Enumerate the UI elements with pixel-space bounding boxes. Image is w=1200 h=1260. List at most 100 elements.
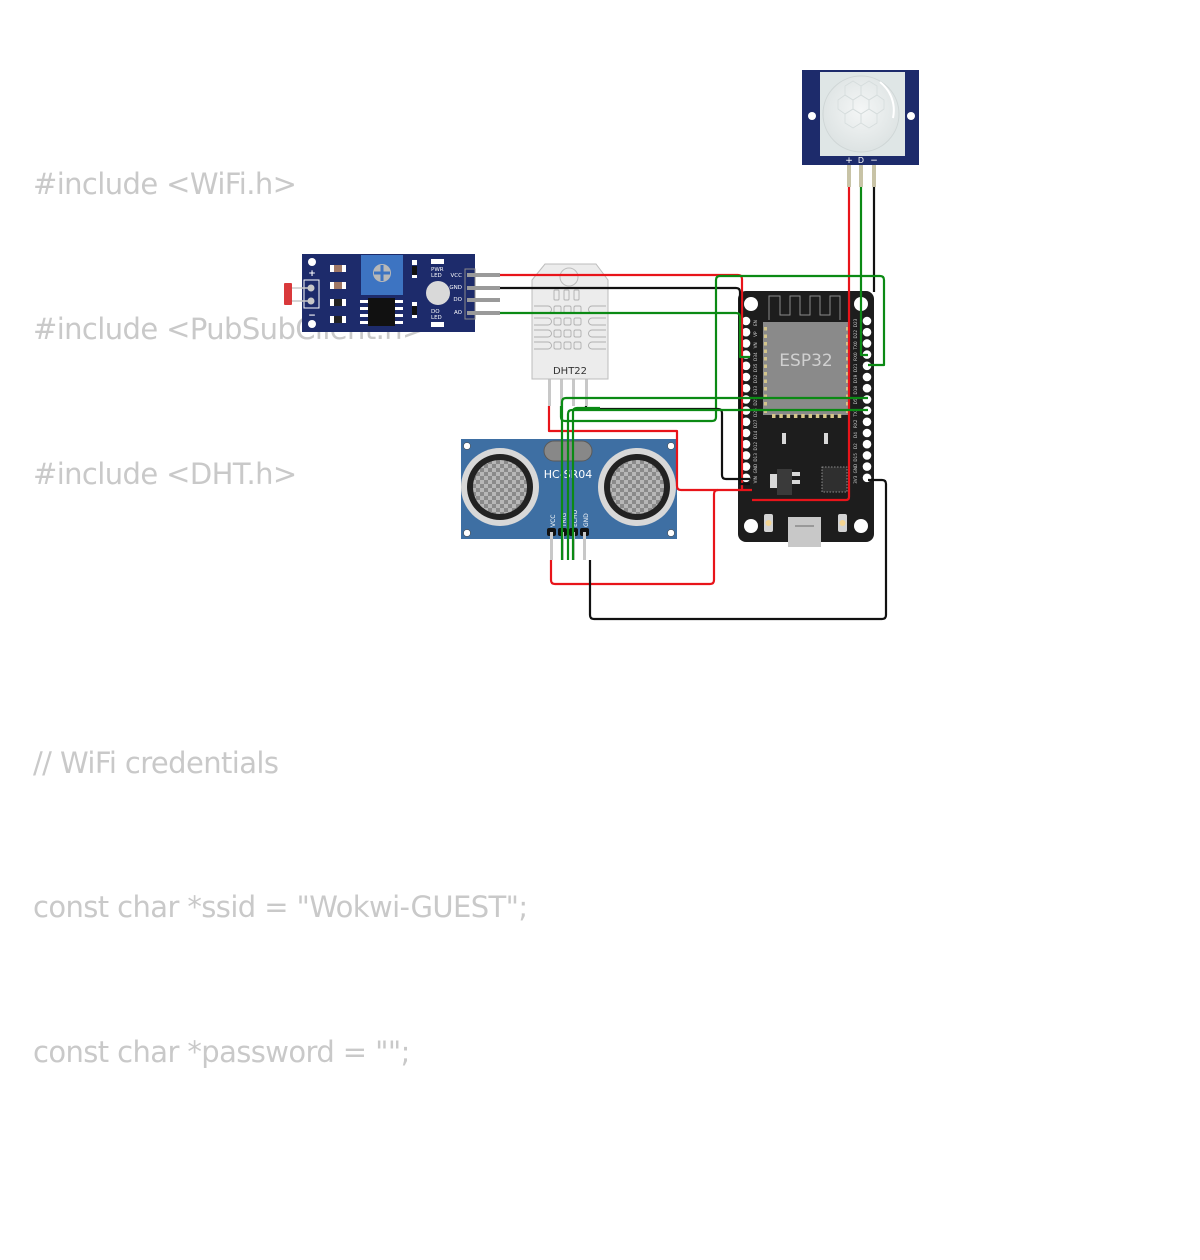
- esp32-pin-rx2[interactable]: [862, 417, 872, 427]
- module-pad: [846, 364, 849, 368]
- esp32-pin-vn[interactable]: [741, 339, 751, 348]
- code-line: const char *ssid = "Wokwi-GUEST";: [33, 890, 528, 925]
- esp32-pin-d33[interactable]: [741, 383, 751, 393]
- esp32-pin-label: D25: [753, 397, 758, 406]
- esp32-pin-label: GND: [853, 464, 858, 474]
- esp32-right-pins: D23D22TX0RX0D21D19D18D5TX2RX2D4D2D15GND3…: [853, 316, 872, 484]
- transducer-left: [461, 448, 539, 526]
- pwr-led: [431, 259, 444, 264]
- dht-pin-gnd[interactable]: [585, 378, 588, 406]
- ldr-pin-do[interactable]: [467, 298, 500, 302]
- module-pad: [779, 414, 783, 418]
- dht-pin-vcc[interactable]: [548, 378, 551, 406]
- photoresistor[interactable]: [284, 283, 292, 305]
- dht-pin-data[interactable]: [560, 378, 563, 406]
- wire-hcsr04-trig[interactable]: [560, 396, 868, 560]
- wire-ldr-ao[interactable]: [500, 311, 750, 359]
- module-pad: [764, 409, 767, 413]
- esp32-pin-label: TX0: [853, 341, 858, 350]
- wire-ldr-gnd[interactable]: [500, 286, 750, 486]
- esp32-pin-label: D21: [853, 363, 858, 372]
- micro-usb-port[interactable]: [788, 517, 821, 547]
- pir-sensor[interactable]: + D −: [802, 70, 919, 187]
- module-pad: [764, 342, 767, 346]
- esp32-pin-d14[interactable]: [741, 428, 751, 438]
- ldr-pin-gnd[interactable]: [467, 286, 500, 290]
- esp32-pin-d13[interactable]: [741, 451, 751, 460]
- esp32-pin-d2[interactable]: [862, 439, 872, 449]
- esp32-pin-gnd[interactable]: [862, 462, 872, 471]
- ldr-pin-ao[interactable]: [467, 311, 500, 315]
- wire-pir-vcc[interactable]: [752, 187, 851, 502]
- module-pad: [764, 372, 767, 376]
- dht-pin-nc[interactable]: [572, 378, 575, 406]
- esp32-pin-label: 3V3: [853, 475, 858, 484]
- wires: [500, 187, 888, 621]
- hcsr04-pin-gnd[interactable]: [583, 532, 586, 560]
- module-pad: [764, 394, 767, 398]
- ldr-pin-vcc[interactable]: [467, 273, 500, 277]
- pir-pin-vcc[interactable]: [847, 165, 851, 187]
- esp32-module: [763, 322, 849, 415]
- esp32-pin-label: D22: [853, 330, 858, 339]
- esp32-pin-label: D14: [753, 430, 758, 439]
- esp32-pin-label: D18: [853, 386, 858, 395]
- do-led-label: DO: [431, 309, 440, 315]
- code-line: #include <DHT.h>: [33, 456, 297, 491]
- module-pad: [846, 402, 849, 406]
- dht22-sensor[interactable]: DHT22: [531, 263, 609, 406]
- dht-grille: [534, 289, 606, 350]
- wire-pir-data[interactable]: [859, 187, 868, 357]
- esp32-pin-d22[interactable]: [862, 327, 872, 337]
- module-pad: [793, 414, 798, 418]
- module-pad: [846, 372, 849, 376]
- esp32-pin-label: RX2: [853, 419, 858, 428]
- esp32-pin-d32[interactable]: [741, 372, 751, 382]
- esp32-pin-gnd[interactable]: [741, 462, 751, 471]
- hcsr04-pin-label: TRIG: [561, 512, 568, 528]
- module-pad: [764, 402, 767, 406]
- esp32-pin-d15[interactable]: [862, 451, 872, 460]
- esp32-pin-d19[interactable]: [862, 372, 872, 382]
- esp32-pin-d4[interactable]: [862, 428, 872, 438]
- esp32-pin-en[interactable]: [741, 316, 751, 326]
- esp32-pin-label: D32: [753, 374, 758, 383]
- esp32-pin-tx0[interactable]: [862, 339, 872, 348]
- pir-pin-label: D: [858, 156, 864, 165]
- ldr-module[interactable]: + − PWR LED: [284, 254, 500, 332]
- module-pad: [764, 334, 767, 338]
- code-line: const char *password = "";: [33, 1034, 410, 1069]
- wire-dht-vcc[interactable]: [547, 406, 752, 492]
- pwr-led-label: PWR: [431, 267, 444, 273]
- ldr-minus-label: −: [308, 311, 316, 321]
- esp32-pin-label: D2: [853, 443, 858, 449]
- ldr-socket: [303, 279, 320, 309]
- esp32-pin-d21[interactable]: [862, 361, 872, 371]
- module-pad: [764, 327, 767, 331]
- esp32-pin-d18[interactable]: [862, 383, 872, 393]
- esp32-pin-label: VIN: [753, 476, 758, 483]
- esp32-pin-label: D27: [753, 419, 758, 428]
- esp32-pin-d27[interactable]: [741, 417, 751, 427]
- esp32-pin-d35[interactable]: [741, 361, 751, 371]
- esp32-pin-d5[interactable]: [862, 395, 872, 404]
- pir-pin-data[interactable]: [859, 165, 863, 187]
- esp32-board[interactable]: ESP32 ENVPVND34D35D32D33D25D26D27D14D12D…: [738, 291, 874, 547]
- wire-hcsr04-echo[interactable]: [566, 408, 868, 560]
- hcsr04-pin-vcc[interactable]: [550, 532, 553, 560]
- dht-hole: [559, 267, 579, 287]
- esp32-pin-label: GND: [753, 464, 758, 474]
- pir-pin-gnd[interactable]: [872, 165, 876, 187]
- esp32-pin-d23[interactable]: [862, 316, 872, 326]
- hcsr04-pin-label: VCC: [550, 515, 557, 527]
- esp32-pin-d12[interactable]: [741, 439, 751, 449]
- esp32-pin-label: D34: [753, 352, 758, 361]
- module-pad: [764, 387, 767, 391]
- esp32-pin-label: D35: [753, 363, 758, 372]
- module-pad: [764, 379, 767, 383]
- wire-hcsr04-gnd[interactable]: [588, 478, 888, 621]
- esp32-pin-vp[interactable]: [741, 327, 751, 337]
- wire-hcsr04-vcc[interactable]: [549, 488, 719, 586]
- hcsr04-mount-hole: [667, 442, 675, 450]
- module-pad: [846, 394, 849, 398]
